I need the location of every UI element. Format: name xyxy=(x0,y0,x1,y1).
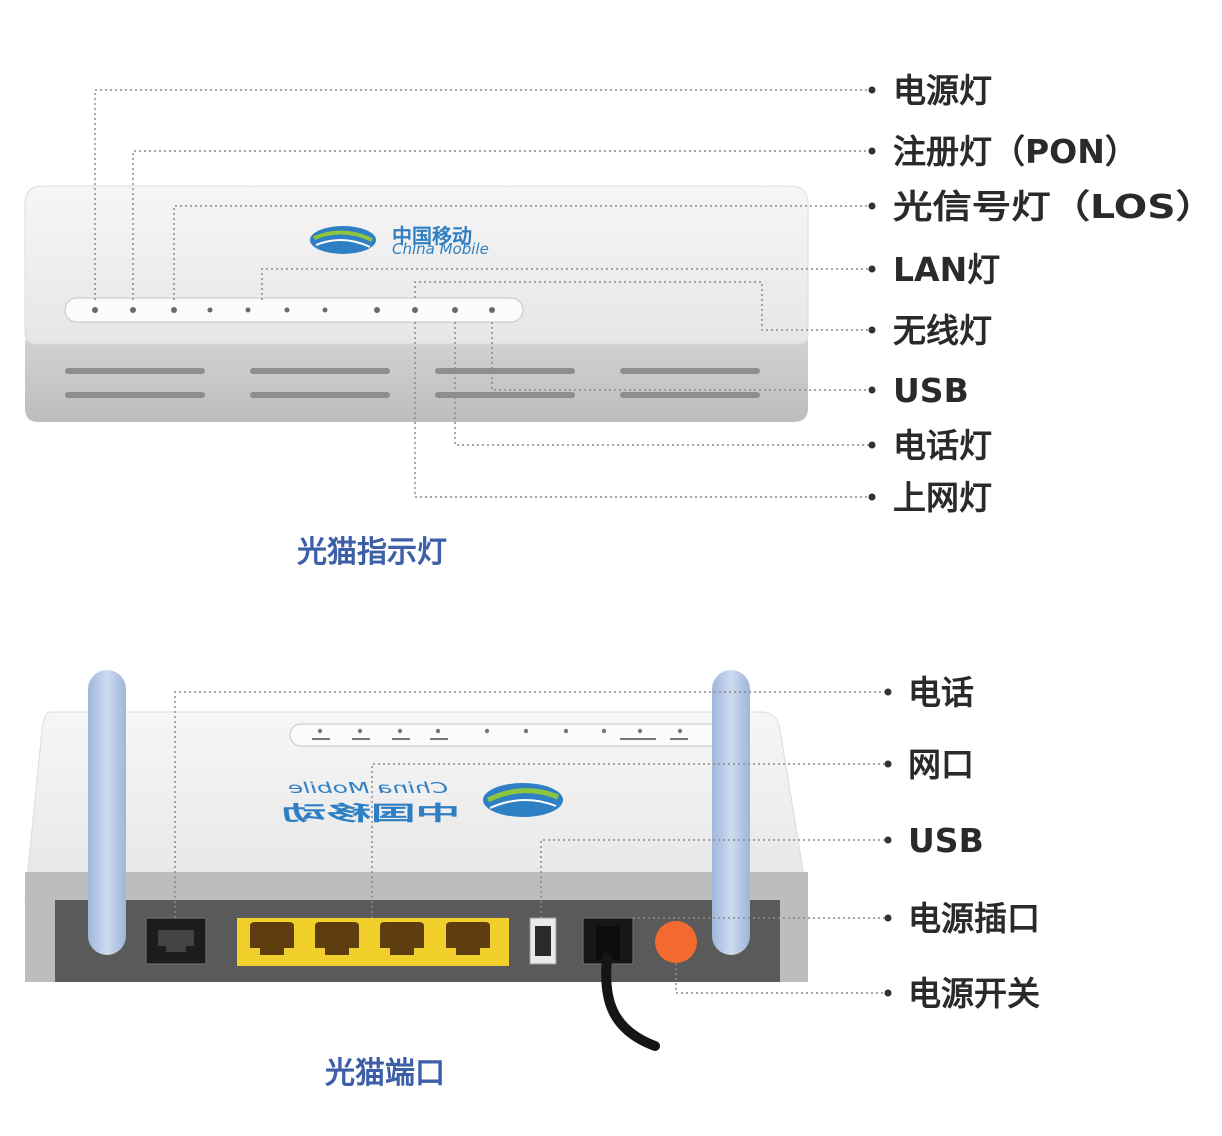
lan-port-sockets xyxy=(250,922,490,955)
front-indicator-icons xyxy=(92,307,495,313)
back-logo-en: China Mobile xyxy=(288,779,448,797)
power-led-icon xyxy=(92,307,98,313)
front-logo-en: China Mobile xyxy=(392,240,489,258)
lan1-led-icon xyxy=(207,307,213,313)
label-usb-port: USB xyxy=(908,821,984,860)
right-antenna xyxy=(712,670,750,955)
label-power-socket: 电源插口 xyxy=(908,899,1040,938)
usb-port-slot-icon xyxy=(535,926,551,956)
label-pon-led: 注册灯（PON） xyxy=(893,132,1138,171)
label-phone-port: 电话 xyxy=(908,673,974,712)
lan-port-3 xyxy=(380,922,424,955)
front-logo-cn: 中国移动 xyxy=(392,224,472,248)
label-power-led: 电源灯 xyxy=(893,71,992,110)
lan4-led-icon xyxy=(322,307,328,313)
back-caption: 光猫端口 xyxy=(325,1056,445,1091)
front-leader-lines xyxy=(94,89,870,498)
label-usb-led: USB xyxy=(893,371,969,410)
label-internet-led: 上网灯 xyxy=(893,478,992,517)
front-leader-dots xyxy=(868,86,876,501)
lan3-led-icon xyxy=(284,307,290,313)
internet-led-icon xyxy=(374,307,380,313)
front-vents xyxy=(65,368,760,398)
lan-port-2 xyxy=(315,922,359,955)
label-los-led: 光信号灯（LOS） xyxy=(893,187,1215,226)
back-leader-lines xyxy=(174,691,885,994)
lan-port-4 xyxy=(446,922,490,955)
back-indicator-strip xyxy=(289,723,731,747)
phone-led-icon xyxy=(452,307,458,313)
label-wlan-led: 无线灯 xyxy=(893,311,992,350)
back-leader-dots xyxy=(884,688,892,997)
back-indicator-icons xyxy=(312,728,688,740)
power-plug xyxy=(596,926,620,960)
label-lan-port: 网口 xyxy=(908,745,974,784)
back-logo-cn: 中国移动 xyxy=(282,801,460,825)
label-lan-led: LAN灯 xyxy=(893,250,1000,289)
front-caption: 光猫指示灯 xyxy=(297,535,447,570)
lan2-led-icon xyxy=(245,307,251,313)
front-indicator-strip xyxy=(64,297,524,323)
pon-led-icon xyxy=(130,307,136,313)
front-logo: 中国移动 China Mobile xyxy=(310,224,489,258)
left-antenna xyxy=(88,670,126,955)
label-phone-led: 电话灯 xyxy=(893,426,992,465)
power-cable xyxy=(601,953,660,1051)
lan-port-1 xyxy=(250,922,294,955)
los-led-icon xyxy=(171,307,177,313)
back-logo: 中国移动 China Mobile xyxy=(282,779,563,825)
usb-led-icon xyxy=(489,307,495,313)
label-power-switch: 电源开关 xyxy=(908,974,1040,1013)
wlan-led-icon xyxy=(412,307,418,313)
front-router: 中国移动 China Mobile xyxy=(24,185,809,422)
back-router: 中国移动 China Mobile xyxy=(24,670,809,1051)
phone-port-socket-icon xyxy=(158,930,194,952)
power-switch xyxy=(655,921,697,963)
front-router-body xyxy=(25,340,808,422)
